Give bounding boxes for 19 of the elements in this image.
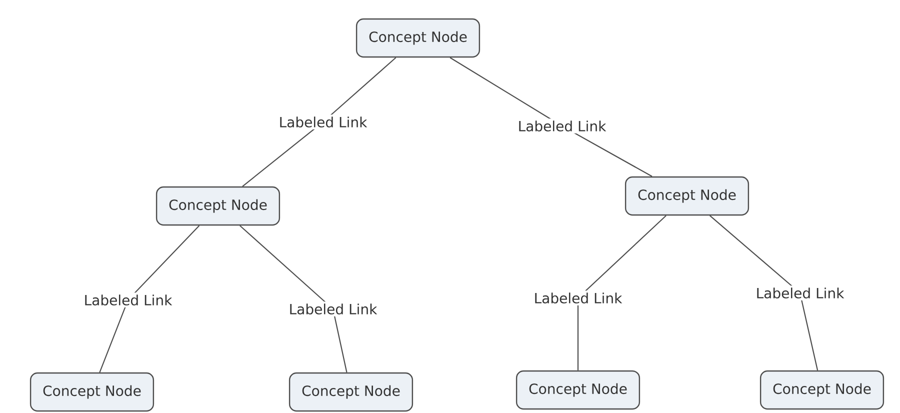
concept-box: Concept Node: [288, 372, 414, 412]
connector-line: [709, 215, 818, 371]
edge-label: Labeled Link: [532, 290, 624, 306]
connector-line: [450, 57, 652, 177]
concept-box: Concept Node: [356, 18, 480, 58]
connector-line: [240, 225, 348, 373]
edge-label: Labeled Link: [516, 118, 608, 134]
edge-label: Labeled Link: [82, 292, 174, 308]
concept-box: Concept Node: [624, 176, 750, 216]
connector-line: [577, 215, 666, 370]
edge-label: Labeled Link: [754, 286, 846, 300]
connector-line: [242, 57, 396, 187]
concept-box: Concept Node: [516, 370, 640, 410]
concept-box: Concept Node: [30, 372, 154, 412]
edge-label: Labeled Link: [286, 302, 380, 316]
connector-line: [99, 225, 200, 373]
concept-box: Concept Node: [156, 186, 280, 226]
edge-label: Labeled Link: [276, 114, 370, 130]
concept-box: Concept Node: [760, 370, 884, 410]
